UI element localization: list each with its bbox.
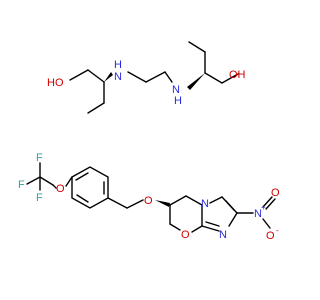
bond: [87, 69, 105, 83]
chemical-structures: HO H N N H OH: [18, 41, 280, 242]
nitro-minus-charge: -: [276, 226, 279, 235]
bond: [65, 176, 73, 187]
atom-n-right: N: [172, 84, 180, 96]
bond: [169, 223, 181, 231]
bond-double: [75, 172, 89, 181]
bond: [26, 176, 41, 185]
bond: [201, 225, 220, 232]
bond: [262, 196, 273, 208]
bond: [52, 184, 57, 189]
bond-double: [265, 198, 276, 210]
wedge-bond: [155, 200, 170, 207]
bond: [209, 196, 223, 204]
atom-o-ring: O: [181, 229, 190, 241]
molecule-top: HO H N N H OH: [47, 41, 246, 114]
atom-f2: F: [36, 152, 43, 164]
atom-h-left: H: [114, 59, 122, 71]
atom-f3: F: [36, 192, 43, 204]
bond: [188, 41, 206, 53]
atom-o-ether-cf3: O: [56, 183, 65, 195]
bond: [39, 176, 54, 186]
molecule-bottom: F F F O O N N O N + O O -: [18, 152, 280, 242]
atom-f1: F: [18, 179, 25, 191]
atom-h-right: H: [174, 95, 182, 107]
bond: [262, 218, 271, 229]
bond-double: [205, 221, 220, 227]
bond: [221, 73, 239, 84]
bond: [204, 72, 223, 84]
atom-n-ring: N: [201, 198, 209, 210]
atom-n-imid: N: [219, 229, 227, 241]
bond: [126, 199, 144, 209]
bond: [69, 69, 89, 81]
bond: [191, 225, 203, 233]
bond: [107, 197, 128, 209]
atom-o-nitro-top: O: [271, 187, 280, 199]
bond: [228, 212, 238, 227]
wedge-bond: [187, 73, 205, 90]
nitro-plus-charge: +: [261, 203, 266, 212]
bond-double: [76, 194, 89, 203]
structure-canvas: HO H N N H OH: [18, 41, 280, 242]
bond: [169, 195, 187, 206]
benzene-ring: [71, 166, 109, 209]
atom-oh-right: OH: [229, 69, 246, 81]
atom-o-nitro-bottom: O: [266, 230, 275, 242]
atom-n-nitro: N: [254, 208, 262, 220]
atom-o-ether-benzyl: O: [144, 195, 153, 207]
bond: [87, 102, 105, 114]
bond: [127, 71, 147, 83]
atom-n-left: N: [114, 71, 122, 83]
bond: [164, 71, 173, 83]
atom-ho-left: HO: [47, 77, 64, 89]
bond: [145, 71, 166, 83]
wedge-bond: [104, 72, 113, 82]
bond-double: [225, 200, 235, 211]
bond: [185, 195, 203, 206]
